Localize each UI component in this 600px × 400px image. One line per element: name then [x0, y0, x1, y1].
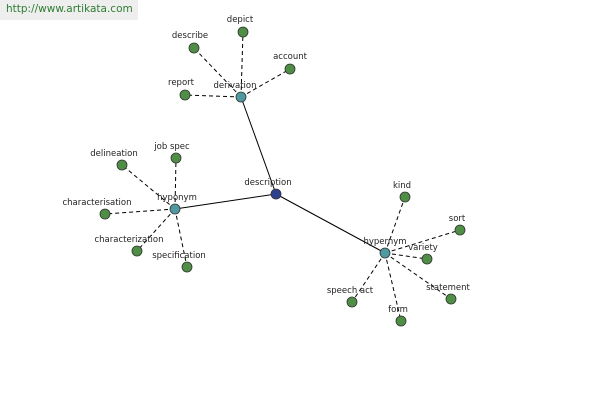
node-hypernym[interactable] [379, 247, 391, 259]
edge-hypernym-variety [384, 252, 428, 260]
node-speech-act[interactable] [346, 296, 358, 308]
node-label-describe[interactable]: describe [172, 31, 208, 41]
node-label-kind[interactable]: kind [393, 181, 411, 191]
edges-layer [104, 31, 461, 322]
labels-layer: description derivation hyponym hypernym depi… [63, 15, 471, 315]
edge-hyponym-characterisation [104, 208, 176, 215]
node-label-job-spec[interactable]: job spec [153, 142, 190, 152]
edge-hypernym-speech-act [351, 252, 386, 303]
node-derivation[interactable] [235, 91, 247, 103]
node-label-depict[interactable]: depict [227, 15, 254, 25]
edge-hypernym-sort [384, 229, 461, 254]
edge-derivation-account [240, 68, 291, 98]
node-label-description[interactable]: description [244, 178, 291, 188]
site-url-link[interactable]: http://www.artikata.com [6, 3, 133, 15]
node-hyponym[interactable] [169, 203, 181, 215]
node-variety[interactable] [421, 253, 433, 265]
node-label-variety[interactable]: variety [408, 243, 438, 253]
node-label-delineation[interactable]: delineation [90, 149, 137, 159]
node-sort[interactable] [454, 224, 466, 236]
node-label-form[interactable]: form [388, 305, 408, 315]
node-label-characterization[interactable]: characterization [94, 235, 163, 245]
node-label-statement[interactable]: statement [426, 283, 470, 293]
url-banner: http://www.artikata.com [0, 0, 138, 20]
node-specification[interactable] [181, 261, 193, 273]
edge-hypernym-form [384, 252, 402, 322]
edge-hyponym-delineation [121, 164, 176, 210]
edge-hyponym-specification [174, 208, 188, 268]
node-label-hypernym[interactable]: hypernym [363, 237, 406, 247]
node-job-spec[interactable] [170, 152, 182, 164]
node-label-characterisation[interactable]: characterisation [63, 198, 132, 208]
edge-description-hyponym [174, 193, 277, 210]
node-form[interactable] [395, 315, 407, 327]
node-label-speech-act[interactable]: speech act [327, 286, 374, 296]
node-label-report[interactable]: report [168, 78, 195, 88]
node-characterization[interactable] [131, 245, 143, 257]
edge-derivation-depict [240, 31, 244, 98]
node-label-account[interactable]: account [273, 52, 308, 62]
node-label-hyponym[interactable]: hyponym [157, 193, 197, 203]
node-statement[interactable] [445, 293, 457, 305]
node-label-specification[interactable]: specification [152, 251, 206, 261]
edge-hyponym-characterization [136, 208, 176, 252]
edge-hyponym-job-spec [174, 157, 177, 210]
node-characterisation[interactable] [99, 208, 111, 220]
node-label-derivation[interactable]: derivation [213, 81, 256, 91]
node-kind[interactable] [399, 191, 411, 203]
node-depict[interactable] [237, 26, 249, 38]
edge-description-derivation [240, 96, 277, 195]
node-delineation[interactable] [116, 159, 128, 171]
node-label-sort[interactable]: sort [449, 214, 466, 224]
nodes-layer [99, 26, 466, 327]
node-account[interactable] [284, 63, 296, 75]
edge-hypernym-kind [384, 196, 406, 254]
node-description[interactable] [270, 188, 282, 200]
node-describe[interactable] [188, 42, 200, 54]
edge-description-hypernym [275, 193, 386, 254]
edge-derivation-report [184, 94, 242, 98]
node-report[interactable] [179, 89, 191, 101]
edge-derivation-describe [193, 47, 242, 98]
